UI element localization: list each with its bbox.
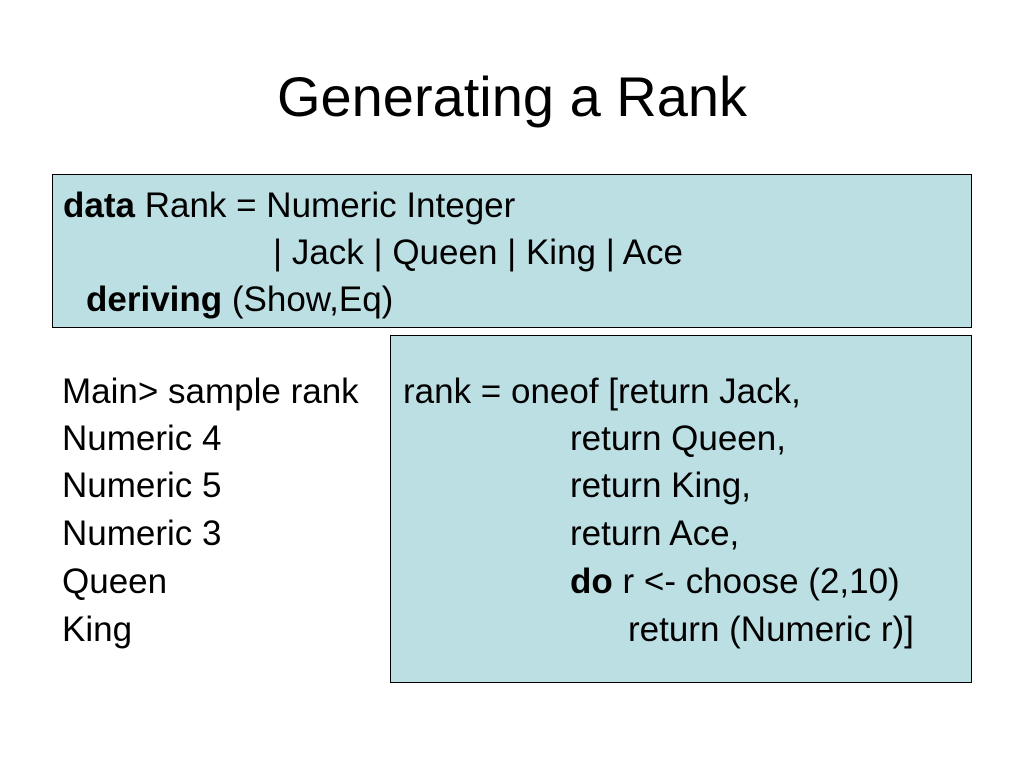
data-decl-line-1-text: Rank = Numeric Integer: [144, 186, 516, 225]
data-declaration-box: [52, 174, 972, 328]
rank-def-line-5-text: r <- choose (2,10): [622, 562, 900, 601]
rank-def-line-2: return Queen,: [570, 419, 786, 458]
session-output-line: Numeric 5: [62, 466, 222, 505]
session-output-line: Numeric 3: [62, 514, 222, 553]
data-keyword: data: [63, 186, 135, 225]
session-output-line: Queen: [62, 562, 168, 601]
session-prompt: Main> sample rank: [62, 372, 359, 411]
data-decl-line-2: | Jack | Queen | King | Ace: [273, 233, 683, 272]
rank-def-line-4: return Ace,: [570, 514, 740, 553]
rank-definition-box: [390, 335, 972, 683]
data-decl-line-3: deriving (Show,Eq): [86, 279, 393, 321]
deriving-keyword: deriving: [86, 280, 223, 319]
rank-def-line-6: return (Numeric r)]: [628, 610, 914, 649]
slide-title: Generating a Rank: [276, 65, 748, 128]
do-keyword: do: [570, 562, 613, 601]
rank-def-line-3: return King,: [570, 466, 751, 505]
session-output-line: Numeric 4: [62, 419, 222, 458]
session-output-line: King: [62, 610, 133, 649]
data-decl-line-3-text: (Show,Eq): [231, 280, 394, 319]
rank-def-line-1: rank = oneof [return Jack,: [403, 372, 801, 411]
rank-def-line-5: do r <- choose (2,10): [570, 561, 900, 603]
data-decl-line-1: data Rank = Numeric Integer: [63, 185, 515, 227]
